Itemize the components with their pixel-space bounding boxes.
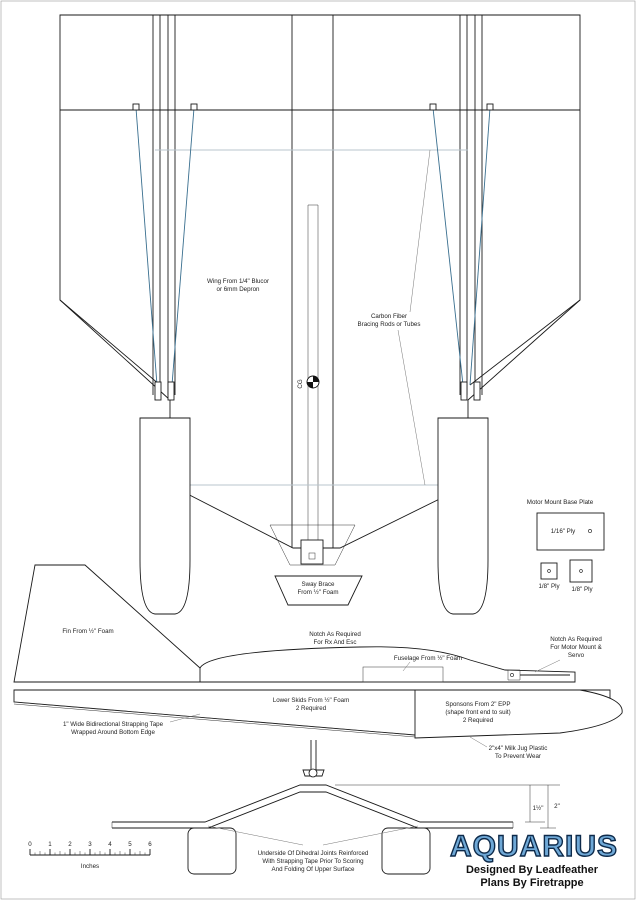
notch-rx-label: Notch As Required For Rx And Esc bbox=[309, 631, 361, 646]
underside-label: Underside Of Dihedral Joints Reinforced … bbox=[258, 850, 369, 873]
strapping-label: 1" Wide Bidirectional Strapping Tape Wra… bbox=[63, 713, 201, 736]
scale-tick-label: 2 bbox=[68, 841, 72, 848]
wing-label: Wing From 1/4" Blucor or 6mm Depron bbox=[207, 278, 269, 293]
cg-label: CG bbox=[297, 379, 304, 388]
sponsons-line3: 2 Required bbox=[463, 717, 494, 724]
sway-brace-label-line2: From ½" Foam bbox=[297, 589, 338, 596]
notch-motor-line3: Servo bbox=[568, 652, 585, 659]
sponsons-line2: (shape front end to suit) bbox=[445, 709, 510, 716]
front-view: 1½" 2" bbox=[111, 740, 560, 875]
sway-brace-label-line1: Sway Brace bbox=[301, 581, 335, 588]
ply-1-16-label: 1/16" Ply bbox=[551, 528, 576, 535]
notch-rx-line1: Notch As Required bbox=[309, 631, 361, 638]
notch-motor-line1: Notch As Required bbox=[550, 636, 602, 643]
sponson-top-views bbox=[139, 417, 489, 615]
scale-tick-label: 4 bbox=[108, 841, 112, 848]
designed-by: Designed By Leadfeather bbox=[466, 864, 599, 876]
carbon-label: Carbon Fiber Bracing Rods or Tubes bbox=[358, 149, 431, 486]
scale-unit-label: Inches bbox=[81, 863, 99, 870]
ply-1-8-label-b: 1/8" Ply bbox=[571, 586, 593, 593]
scale-tick-label: 6 bbox=[148, 841, 152, 848]
notch-motor-line2: For Motor Mount & bbox=[550, 644, 602, 651]
fin-label: Fin From ½" Foam bbox=[62, 628, 113, 635]
sponson-side: Sponsons From 2" EPP (shape front end to… bbox=[414, 689, 623, 739]
motor-mount-title: Motor Mount Base Plate bbox=[527, 499, 594, 506]
scale-tick-label: 3 bbox=[88, 841, 92, 848]
underside-line3: And Folding Of Upper Surface bbox=[272, 866, 355, 873]
sway-brace: Sway Brace From ½" Foam bbox=[274, 575, 363, 606]
motor-mount-parts: Motor Mount Base Plate 1/16" Ply 1/8" Pl… bbox=[527, 499, 605, 593]
scale-tick-label: 5 bbox=[128, 841, 132, 848]
dim-1-5-label: 1½" bbox=[533, 805, 544, 812]
strapping-line2: Wrapped Around Bottom Edge bbox=[71, 729, 155, 736]
milk-jug-line1: 2"x4" Milk Jug Plastic bbox=[489, 745, 548, 752]
wing-outline bbox=[59, 14, 581, 549]
scale-tick-label: 0 bbox=[28, 841, 32, 848]
carbon-label-line2: Bracing Rods or Tubes bbox=[358, 321, 421, 328]
notch-rx-line2: For Rx And Esc bbox=[314, 639, 357, 646]
wing-label-line2: or 6mm Depron bbox=[217, 286, 261, 293]
strapping-line1: 1" Wide Bidirectional Strapping Tape bbox=[63, 721, 164, 728]
wing-spars bbox=[152, 15, 483, 548]
inch-scale-bar: Inches 0 1 2 3 4 5 6 bbox=[28, 841, 152, 870]
fuselage-side bbox=[13, 564, 576, 683]
ply-1-8-label-a: 1/8" Ply bbox=[538, 583, 560, 590]
milk-jug-line2: To Prevent Wear bbox=[495, 753, 541, 760]
title-name: AQUARIUS bbox=[450, 830, 618, 863]
sponsons-line1: Sponsons From 2" EPP bbox=[445, 701, 510, 708]
notch-motor-label: Notch As Required For Motor Mount & Serv… bbox=[534, 636, 603, 673]
skids-label-line1: Lower Skids From ½" Foam bbox=[273, 697, 349, 704]
wing-label-line1: Wing From 1/4" Blucor bbox=[207, 278, 269, 285]
dim-2-label: 2" bbox=[554, 803, 560, 810]
scale-tick-label: 1 bbox=[48, 841, 52, 848]
skids-label-line2: 2 Required bbox=[296, 705, 327, 712]
underside-line2: With Strapping Tape Prior To Scoring bbox=[262, 858, 364, 865]
cg-marker bbox=[306, 375, 320, 389]
milk-jug-label: 2"x4" Milk Jug Plastic To Prevent Wear bbox=[469, 736, 548, 760]
carbon-brace-lines bbox=[132, 103, 494, 486]
carbon-label-line1: Carbon Fiber bbox=[371, 313, 407, 320]
plans-by: Plans By Firetrappe bbox=[480, 877, 583, 889]
center-cutout bbox=[269, 524, 356, 566]
fuselage-label: Fuselage From ½" Foam bbox=[394, 655, 462, 662]
title-block: AQUARIUS Designed By Leadfeather Plans B… bbox=[449, 829, 618, 889]
underside-line1: Underside Of Dihedral Joints Reinforced bbox=[258, 850, 369, 857]
